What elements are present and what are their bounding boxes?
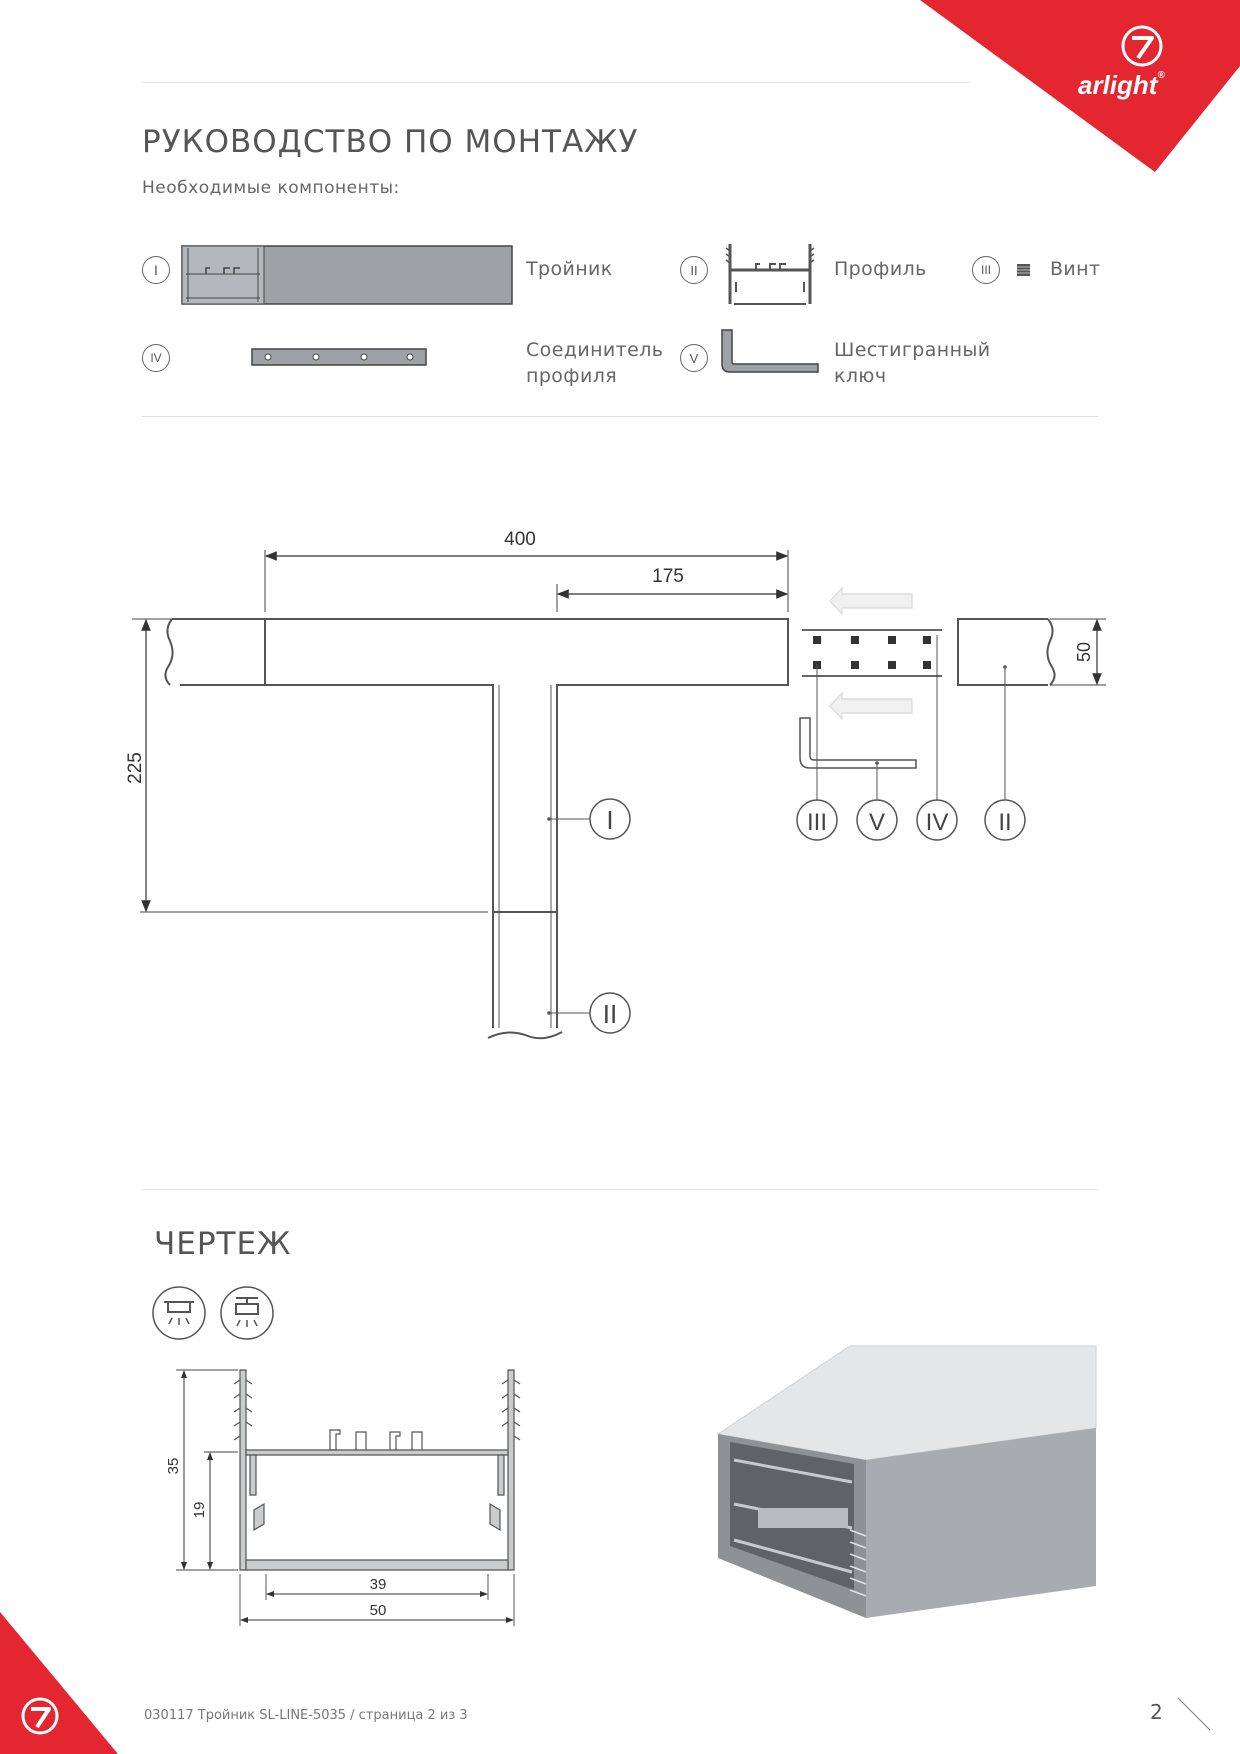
tee-outline bbox=[164, 618, 789, 1040]
diffuser-top bbox=[716, 1345, 1097, 1461]
component-label-2: Профиль bbox=[834, 258, 927, 280]
callout-III: III bbox=[807, 809, 827, 836]
dim-400: 400 bbox=[504, 529, 536, 550]
tee-connector-icon bbox=[181, 245, 513, 305]
brand-corner-bottom bbox=[0, 1612, 118, 1754]
profile-side bbox=[866, 1428, 1096, 1618]
arrow-left-icon-2 bbox=[829, 691, 913, 721]
dim-50-section: 50 bbox=[370, 1602, 387, 1619]
component-label-1: Тройник bbox=[526, 258, 613, 280]
surface-mount-icon bbox=[152, 1286, 206, 1340]
dim-35: 35 bbox=[165, 1458, 182, 1475]
profile-3d-render bbox=[716, 1345, 1097, 1618]
component-badge-5: V bbox=[680, 344, 708, 372]
arlight-logo-icon bbox=[1121, 25, 1163, 67]
screw-icon bbox=[1017, 264, 1030, 276]
callout-II-tee: II bbox=[603, 999, 617, 1029]
dim-50: 50 bbox=[1074, 642, 1094, 662]
page-corner-line bbox=[1177, 1697, 1211, 1731]
install-title: РУКОВОДСТВО ПО МОНТАЖУ bbox=[142, 124, 639, 160]
dim-19: 19 bbox=[191, 1502, 208, 1519]
callout-II-profile: II bbox=[998, 809, 1011, 836]
arrow-left-icon-1 bbox=[829, 586, 913, 616]
component-label-5: Шестигранный ключ bbox=[834, 339, 991, 387]
callout-I: I bbox=[606, 805, 613, 835]
component-label-4: Соединитель профиля bbox=[526, 339, 664, 387]
dim-225: 225 bbox=[125, 752, 146, 784]
hex-key-icon bbox=[721, 329, 819, 373]
profile-stub bbox=[957, 618, 1056, 686]
drawing-divider bbox=[142, 1189, 1098, 1190]
suspended-mount-icon bbox=[220, 1286, 274, 1340]
arlight-logo-icon-bottom bbox=[21, 1697, 59, 1735]
component-badge-4: IV bbox=[142, 344, 170, 372]
component-badge-2: II bbox=[680, 256, 708, 284]
page-number: 2 bbox=[1150, 1700, 1163, 1724]
brand-corner bbox=[920, 0, 1240, 172]
brand-logo-text: arlight® bbox=[1078, 70, 1165, 100]
mounting-icons bbox=[152, 1286, 274, 1340]
component-badge-3: III bbox=[972, 256, 1000, 284]
profile-section-icon bbox=[725, 244, 815, 305]
dim-39: 39 bbox=[370, 1576, 387, 1593]
hex-key-drawing-icon bbox=[799, 717, 917, 769]
drawing-title: ЧЕРТЕЖ bbox=[154, 1226, 292, 1262]
callout-V: V bbox=[869, 809, 885, 836]
profile-connector-icon bbox=[251, 348, 427, 366]
footer-doc: 030117 Тройник SL-LINE-5035 / страница 2… bbox=[144, 1708, 468, 1723]
component-label-3: Винт bbox=[1050, 258, 1101, 280]
cross-section-drawing: 35 19 39 50 bbox=[165, 1369, 521, 1626]
callout-IV: IV bbox=[926, 809, 949, 836]
component-badge-1: I bbox=[142, 256, 170, 284]
install-subtitle: Необходимые компоненты: bbox=[142, 178, 400, 198]
components-divider bbox=[142, 416, 1098, 417]
dim-175: 175 bbox=[652, 566, 684, 587]
header-divider bbox=[142, 82, 970, 83]
connector-plates bbox=[802, 629, 942, 677]
assembly-diagram: 400 175 225 50 bbox=[125, 529, 1106, 1040]
